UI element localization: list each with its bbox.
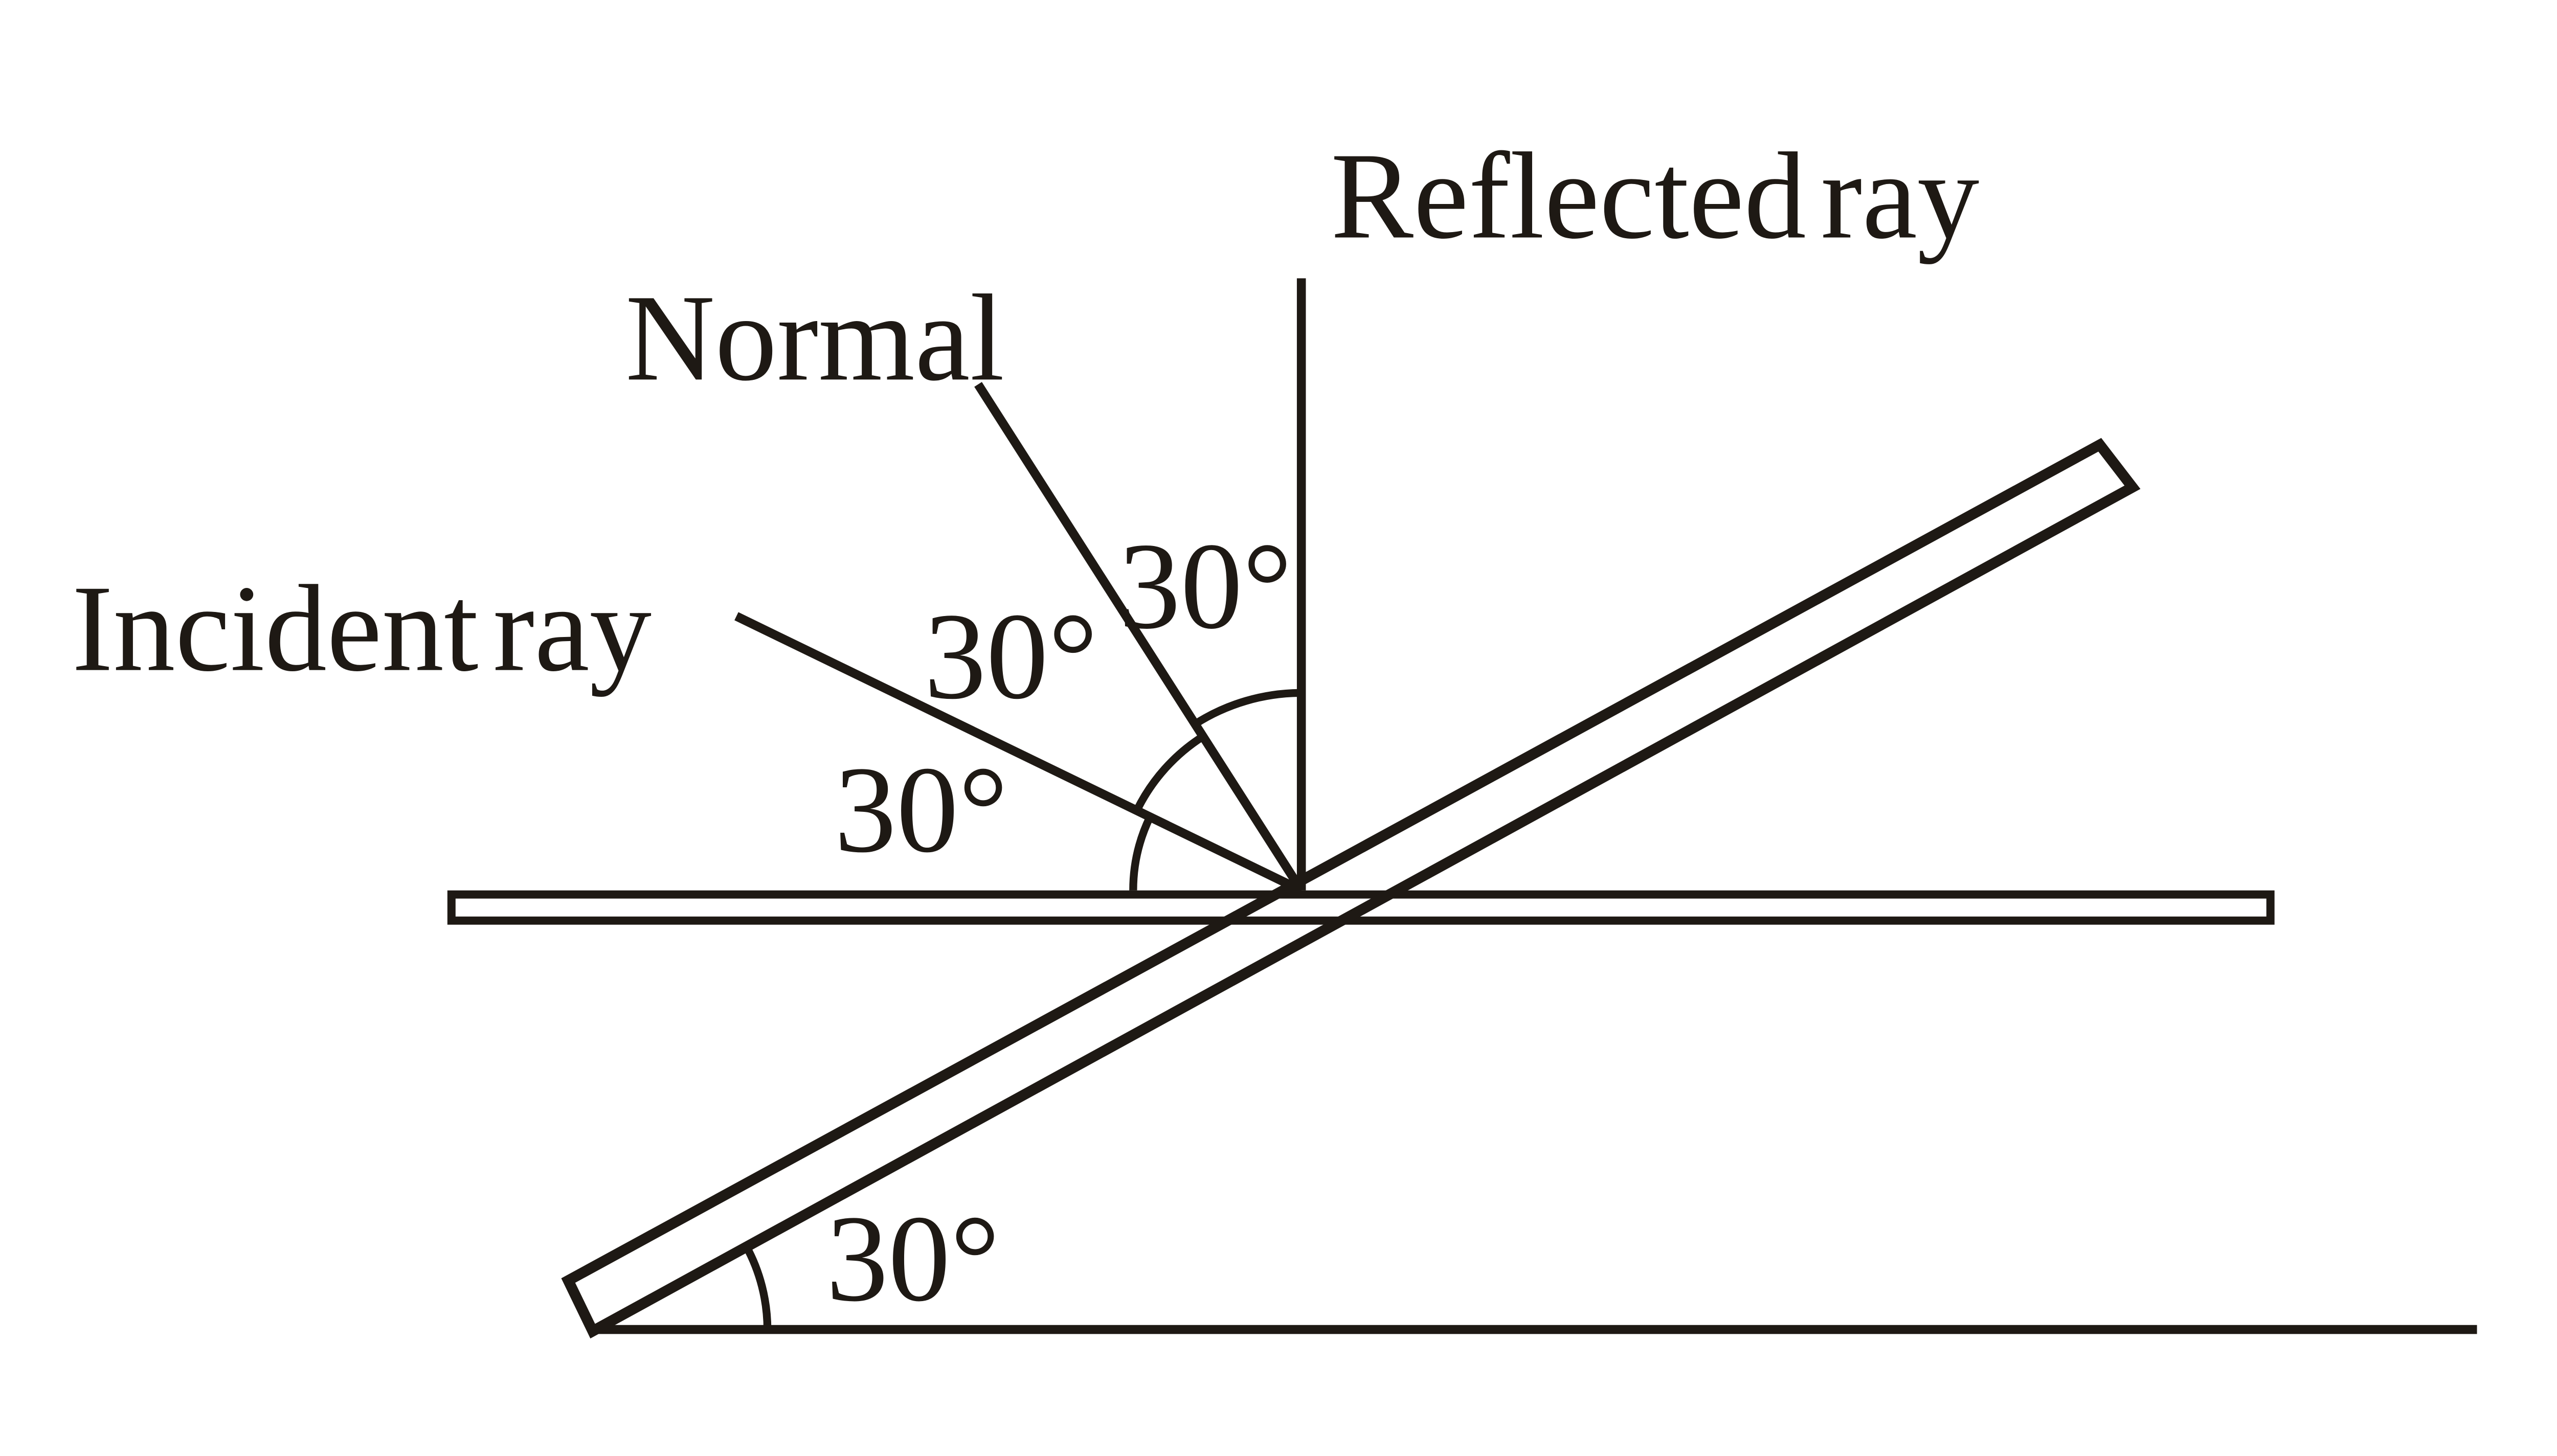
arc-mirror-to-ground bbox=[743, 1244, 772, 1330]
incident-ray-label: Incident ray bbox=[72, 560, 652, 697]
arc-normal-to-reflected bbox=[1193, 689, 1302, 727]
reflected-ray-label: Reflected ray bbox=[1331, 128, 1979, 265]
angle-label-incident-to-surface: 30° bbox=[835, 741, 1008, 878]
arc-incident-to-surface bbox=[1129, 815, 1154, 891]
incident-ray-line bbox=[734, 612, 1304, 895]
normal-line bbox=[974, 382, 1306, 893]
tilted-mirror-slab bbox=[561, 438, 2141, 1339]
angle-label-incident-to-normal: 30° bbox=[924, 588, 1098, 725]
normal-label: Normal bbox=[625, 269, 1004, 406]
surface-slab bbox=[447, 890, 2275, 925]
arc-incident-to-normal bbox=[1133, 733, 1205, 812]
angle-label-mirror-to-ground: 30° bbox=[826, 1190, 1000, 1327]
angle-label-reflected-to-normal: 30° bbox=[1118, 518, 1292, 655]
